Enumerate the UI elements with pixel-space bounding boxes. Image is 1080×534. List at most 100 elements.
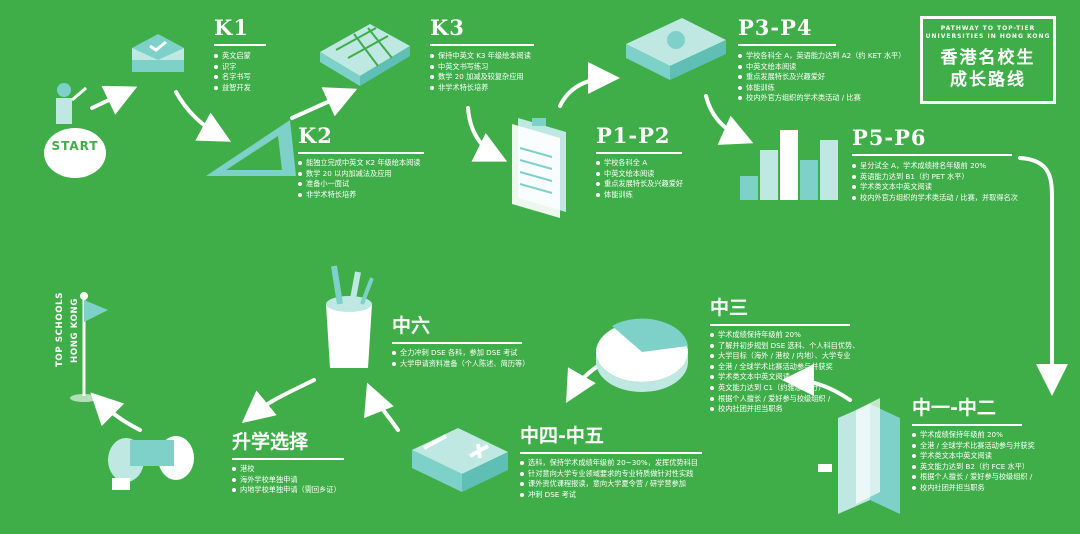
list-item: 体能训练 <box>738 83 905 94</box>
hk-label-1: HONG KONG <box>70 298 80 363</box>
list-item: 校内社团并担当职务 <box>912 483 1035 494</box>
list-item: 中英文绘本阅读 <box>738 62 905 73</box>
arrow-k3-p1 <box>466 106 508 162</box>
stage-title-s6: 中六 <box>392 315 431 337</box>
divider <box>214 44 266 46</box>
title-cn-line2: 成长路线 <box>950 70 1026 90</box>
arrow-p1-p3 <box>558 62 620 108</box>
title-cn-line1: 香港名校生 <box>940 48 1036 68</box>
list-item: 根据个人擅长 / 爱好参与校级组织 / <box>912 472 1035 483</box>
list-item: 学术类文本中英文阅读 <box>912 451 1035 462</box>
divider <box>738 44 836 46</box>
list-item: 体能训练 <box>596 190 683 201</box>
list-item: 学术类文本中英文阅读 <box>710 372 859 383</box>
list-item: 准备小一面试 <box>298 179 420 190</box>
stage-list-k2: 能独立完成中英文 K2 年级绘本阅读 数学 20 以内加减法及应用 准备小一面试… <box>298 158 420 200</box>
divider <box>232 458 344 460</box>
stage-list-s1s2: 学术成绩保持年级前 20% 全港 / 全球学术比赛活动参与并获奖 学术类文本中英… <box>912 430 1035 494</box>
bar-cubes-icon <box>740 130 838 200</box>
list-item: 学术成绩保持年级前 20% <box>912 430 1035 441</box>
list-item: 全港 / 全球学术比赛活动参与并获奖 <box>710 362 859 373</box>
list-item: 数学 20 加减及较复杂应用 <box>430 72 531 83</box>
title-en-line2: UNIVERSITIES IN HONG KONG <box>925 33 1051 40</box>
clipboard-icon <box>512 118 566 218</box>
list-item: 课外资优课程报读，意向大学夏令营 / 研学营参加 <box>520 479 698 490</box>
list-item: 海外学校单独申请 <box>232 475 341 486</box>
list-item: 英文启蒙 <box>214 51 251 62</box>
list-item: 选科，保持学术成绩年级前 20~30%，发挥优势科目 <box>520 458 698 469</box>
divider <box>852 154 1012 156</box>
arrow-p3-p5 <box>704 94 754 145</box>
stage-list-choice: 港校 海外学校单独申请 内地学校单独申请（需回乡证） <box>232 464 341 496</box>
list-item: 英文能力达到 C1（约雅思 7 分） <box>710 383 859 394</box>
flag-icon <box>70 292 108 402</box>
stage-list-k1: 英文启蒙 识字 名字书写 益智开发 <box>214 51 251 93</box>
list-item: 中英文书写练习 <box>430 62 531 73</box>
pencil-cup-icon <box>326 265 374 368</box>
protractor-icon <box>206 120 296 176</box>
list-item: 大学申请资料准备（个人陈述、简历等） <box>392 359 529 370</box>
stage-title-s3: 中三 <box>710 297 749 319</box>
binoculars-icon <box>108 436 194 490</box>
stage-title-s4s5: 中四-中五 <box>520 425 604 447</box>
runner-icon <box>56 83 87 124</box>
calculator-icon <box>320 24 410 86</box>
stage-list-s6: 全力冲刺 DSE 各科，参加 DSE 考试 大学申请资料准备（个人陈述、简历等） <box>392 348 529 369</box>
list-item: 名字书写 <box>214 72 251 83</box>
hk-label-2: TOP SCHOOLS <box>55 292 65 368</box>
list-item: 校内社团并担当职务 <box>710 404 859 415</box>
stage-title-choice: 升学选择 <box>232 431 309 453</box>
arrow-s4-s6 <box>364 382 400 432</box>
list-item: 益智开发 <box>214 83 251 94</box>
pie-chart-icon <box>596 318 688 392</box>
divider <box>298 152 424 154</box>
list-item: 呈分试全 A，学术成绩排名年级前 20% <box>852 161 1018 172</box>
list-item: 重点发展特长及兴趣爱好 <box>738 72 905 83</box>
stage-title-s1s2: 中一-中二 <box>912 397 996 419</box>
divider <box>430 44 534 46</box>
arrow-p5-s1 <box>1018 156 1068 396</box>
list-item: 针对意向大学专业领域要求的专业特质做针对性实践 <box>520 469 698 480</box>
start-badge: START <box>44 128 106 178</box>
list-item: 非学术特长培养 <box>298 190 420 201</box>
list-item: 内地学校单独申请（需回乡证） <box>232 485 341 496</box>
divider <box>596 152 682 154</box>
list-item: 根据个人擅长 / 爱好参与校级组织 / <box>710 394 859 405</box>
list-item: 学校各科全 A <box>596 158 683 169</box>
divider <box>520 452 702 454</box>
stage-title-p3p4: P3-P4 <box>738 15 813 40</box>
list-item: 重点发展特长及兴趣爱好 <box>596 179 683 190</box>
stage-list-p5p6: 呈分试全 A，学术成绩排名年级前 20% 英语能力达到 B1（约 PET 水平）… <box>852 161 1018 203</box>
list-item: 冲刺 DSE 考试 <box>520 490 698 501</box>
arrow-k1-k2 <box>174 90 232 142</box>
tablet-icon <box>626 18 726 80</box>
list-item: 校内外官方组织的学术类活动 / 比赛 <box>738 93 905 104</box>
divider <box>392 342 522 344</box>
list-item: 能独立完成中英文 K2 年级绘本阅读 <box>298 158 420 169</box>
arrow-s6-choice <box>241 378 316 424</box>
list-item: 全力冲刺 DSE 各科，参加 DSE 考试 <box>392 348 529 359</box>
divider <box>912 424 1022 426</box>
list-item: 学术类文本中英文阅读 <box>852 182 1018 193</box>
arrow-choice-goal <box>90 392 142 432</box>
list-item: 英文能力达到 B2（约 FCE 水平） <box>912 462 1035 473</box>
divider <box>710 324 850 326</box>
stage-list-s3: 学术成绩保持年级前 20% 了解并初步规划 DSE 选科、个人科目优势、 大学目… <box>710 330 859 415</box>
title-en-line1: PATHWAY TO TOP-TIER <box>940 25 1036 32</box>
arrow-start-k1 <box>90 85 138 115</box>
stage-title-k3: K3 <box>430 15 465 40</box>
stage-list-p1p2: 学校各科全 A 中英文绘本阅读 重点发展特长及兴趣爱好 体能训练 <box>596 158 683 200</box>
stage-list-s4s5: 选科，保持学术成绩年级前 20~30%，发挥优势科目 针对意向大学专业领域要求的… <box>520 458 698 500</box>
standing-books-icon <box>818 398 900 514</box>
arrow-s1-s3 <box>782 364 852 402</box>
arrow-k2-k3 <box>290 87 358 120</box>
list-item: 中英文绘本阅读 <box>596 169 683 180</box>
stacked-books-icon <box>132 34 184 72</box>
stage-list-p3p4: 学校各科全 A，英语能力达到 A2（约 KET 水平） 中英文绘本阅读 重点发展… <box>738 51 905 104</box>
list-item: 学校各科全 A，英语能力达到 A2（约 KET 水平） <box>738 51 905 62</box>
stage-title-p1p2: P1-P2 <box>596 123 671 148</box>
list-item: 了解并初步规划 DSE 选科、个人科目优势、 <box>710 341 859 352</box>
list-item: 非学术特长培养 <box>430 83 531 94</box>
